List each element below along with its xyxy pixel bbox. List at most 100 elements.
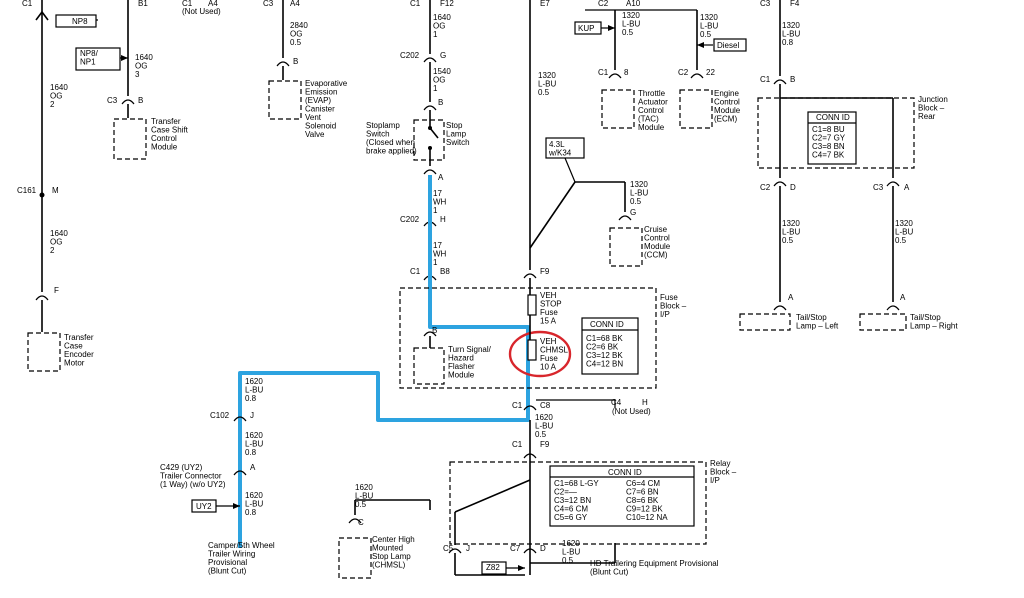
label-diesel: Diesel bbox=[717, 41, 739, 50]
diesel-box bbox=[713, 38, 747, 52]
label-eight: 8 bbox=[624, 68, 629, 77]
chmsl-lamp-box bbox=[338, 537, 372, 579]
label-c3-f4: C3 bbox=[760, 0, 771, 8]
label-not-used-b: (Not Used) bbox=[612, 407, 651, 416]
label-h2: H bbox=[642, 398, 648, 407]
label-z82: Z82 bbox=[486, 563, 500, 572]
label-c1-b8: C1 bbox=[410, 267, 421, 276]
label-c1-rear: C1 bbox=[760, 75, 771, 84]
label-c2-ecm: C2 bbox=[678, 68, 689, 77]
label-f4: F4 bbox=[790, 0, 800, 8]
label-g-ccm: G bbox=[630, 208, 636, 217]
label-e7: E7 bbox=[540, 0, 550, 8]
label-f9: F9 bbox=[540, 267, 550, 276]
label-c8: C8 bbox=[540, 401, 551, 410]
label-conn-id: CONN ID bbox=[608, 468, 642, 477]
label-kup: KUP bbox=[578, 24, 594, 33]
label-np8: NP8 bbox=[72, 17, 88, 26]
kup-box bbox=[574, 21, 602, 35]
label-d-left: D bbox=[790, 183, 796, 192]
label-h: H bbox=[440, 215, 446, 224]
veh-chmsl-fuse bbox=[527, 339, 537, 361]
label-c1-f12: C1 bbox=[410, 0, 421, 8]
label-b8: B8 bbox=[440, 267, 450, 276]
label-b-a: B bbox=[138, 96, 143, 105]
label-c-chmsl: C bbox=[358, 518, 364, 527]
label-b1: B1 bbox=[138, 0, 148, 8]
label-c1-a4: C1 bbox=[182, 0, 193, 8]
label-hd: HD Trailering Equipment Provisional(Blun… bbox=[590, 559, 719, 577]
evap-circuit bbox=[268, 0, 302, 120]
fuse-conn-id-table bbox=[581, 317, 639, 375]
label-c1-c8: C1 bbox=[512, 401, 523, 410]
label-a-l: A bbox=[788, 293, 794, 302]
ccm-circuit bbox=[529, 157, 643, 267]
label-c102: C102 bbox=[210, 411, 230, 420]
label-c5: C5 bbox=[443, 544, 454, 553]
label-c3-b: C3 bbox=[263, 0, 274, 8]
np8-box bbox=[55, 14, 97, 28]
label-conn-id: CONN ID bbox=[590, 320, 624, 329]
label-b-sw: B bbox=[438, 98, 443, 107]
label-c3-a: C3 bbox=[107, 96, 118, 105]
label-a-c429: A bbox=[250, 463, 256, 472]
label-conn-id: CONN ID bbox=[816, 113, 850, 122]
label-f9b: F9 bbox=[540, 440, 550, 449]
np8-np1-box bbox=[75, 47, 121, 71]
label-c202-a: C202 bbox=[400, 51, 420, 60]
junction-conn-id-table bbox=[807, 111, 857, 165]
label-a-sw: A bbox=[438, 173, 444, 182]
label-b-evap: B bbox=[293, 57, 298, 66]
veh-stop-fuse bbox=[527, 294, 537, 316]
relay-conn-id-table bbox=[549, 465, 695, 527]
label-c2-a10: C2 bbox=[598, 0, 609, 8]
label-c202-b: C202 bbox=[400, 215, 420, 224]
relay-block-outline bbox=[449, 461, 707, 545]
label-a-r: A bbox=[900, 293, 906, 302]
label-d-c7: D bbox=[540, 544, 546, 553]
rear-lamp-circuit bbox=[739, 0, 915, 331]
label-c429: C429 (UY2)Trailer Connector(1 Way) (w/o … bbox=[160, 463, 226, 489]
k34-box bbox=[545, 137, 585, 159]
label-b-flasher: B bbox=[432, 326, 437, 335]
label-j-c102: J bbox=[250, 411, 254, 420]
